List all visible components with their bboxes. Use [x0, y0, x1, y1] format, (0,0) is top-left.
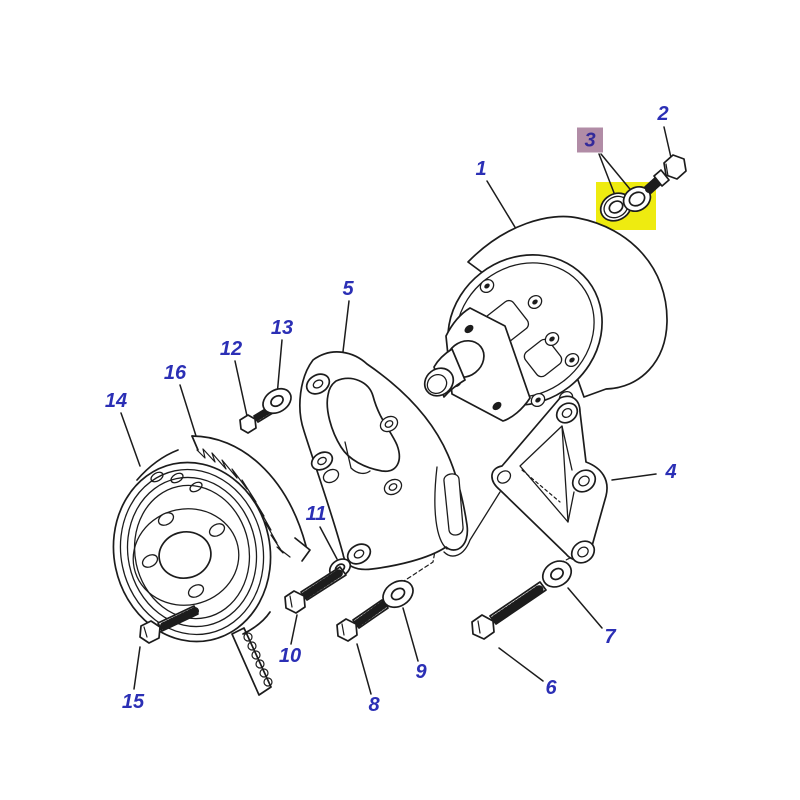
part-callout-14[interactable]: 14 — [104, 390, 128, 412]
bolt-10-drawing — [284, 566, 347, 614]
part-callout-10[interactable]: 10 — [278, 645, 302, 667]
part-callout-12[interactable]: 12 — [219, 338, 243, 360]
part-callout-6[interactable]: 6 — [545, 677, 557, 699]
part-callout-11[interactable]: 11 — [305, 503, 327, 525]
washer-7-drawing — [541, 560, 573, 588]
bolt-15-drawing — [139, 605, 199, 644]
washer-9-drawing — [382, 579, 414, 609]
pump-drawing — [423, 215, 668, 422]
part-callout-15[interactable]: 15 — [121, 691, 145, 713]
part-callout-16[interactable]: 16 — [163, 362, 187, 384]
washer-3-drawing — [599, 185, 652, 222]
part-callout-3-highlighted[interactable]: 3 — [577, 127, 603, 153]
leader-lines — [120, 126, 673, 695]
bolt-6-drawing — [471, 581, 547, 640]
belt-drawing — [191, 435, 311, 696]
part-callout-1[interactable]: 1 — [475, 158, 487, 180]
part-callout-13[interactable]: 13 — [270, 317, 294, 339]
bracket-5-drawing — [299, 351, 469, 571]
bolt-2-drawing — [644, 154, 687, 194]
part-callout-7[interactable]: 7 — [604, 626, 616, 648]
bracket-4-drawing — [443, 395, 608, 564]
part-callout-2[interactable]: 2 — [657, 103, 669, 125]
part-callout-8[interactable]: 8 — [368, 694, 380, 716]
part-callout-5[interactable]: 5 — [342, 278, 354, 300]
pulley-drawing — [112, 449, 272, 643]
part-callout-9[interactable]: 9 — [415, 661, 427, 683]
washer-13-drawing — [262, 387, 292, 415]
bolt-8-drawing — [336, 599, 389, 642]
part-callout-4[interactable]: 4 — [665, 461, 677, 483]
